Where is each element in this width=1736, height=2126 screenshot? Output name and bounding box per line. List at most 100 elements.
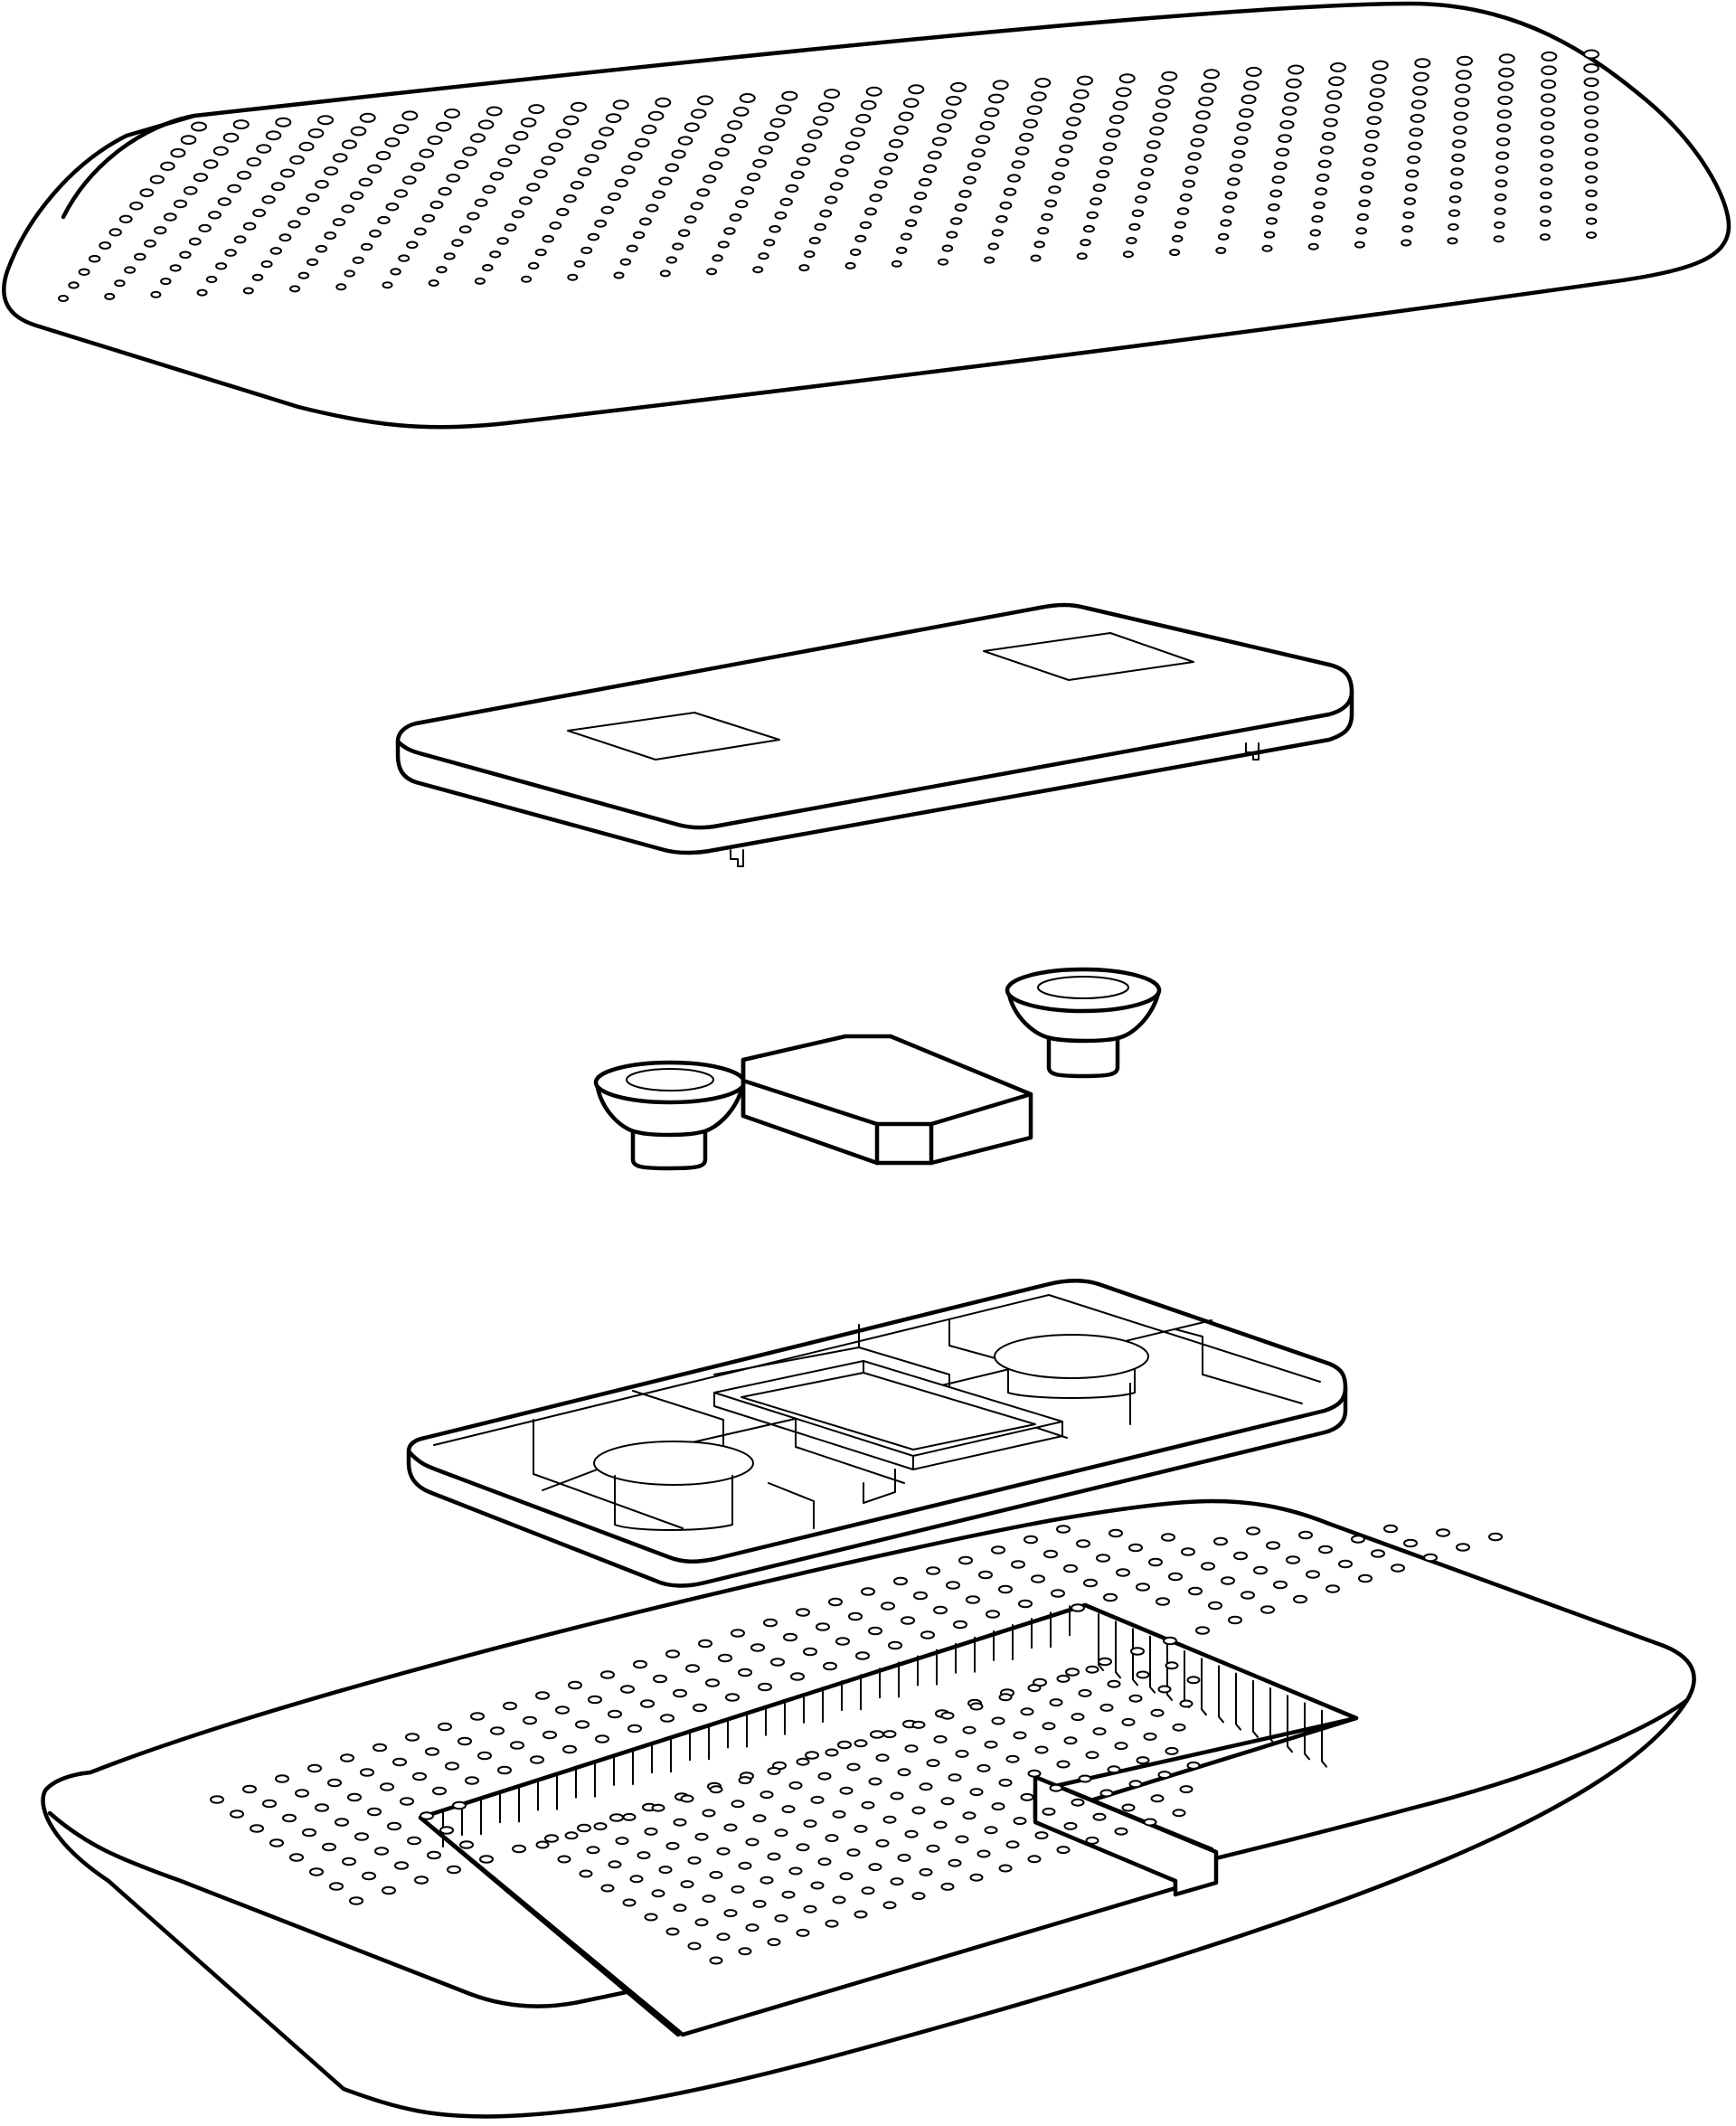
perforation-hole <box>341 139 357 149</box>
perforation-hole <box>1540 191 1552 200</box>
perforation-hole <box>420 1811 434 1820</box>
perforation-hole <box>716 1932 731 1942</box>
perforation-hole <box>788 1866 803 1876</box>
perforation-hole <box>1311 215 1324 223</box>
perforation-hole <box>835 1637 850 1646</box>
perforation-hole <box>1456 1543 1470 1552</box>
perforation-hole <box>1403 197 1417 205</box>
perforation-hole <box>1540 205 1552 213</box>
perforation-hole <box>1014 146 1030 156</box>
perforation-hole <box>1140 167 1155 177</box>
perforation-hole <box>1224 191 1238 200</box>
perforation-hole <box>1190 137 1205 147</box>
plate-pin-right <box>1245 742 1260 761</box>
tray-rim <box>406 1385 1348 1564</box>
perforation-hole <box>839 1786 854 1795</box>
perforation-hole <box>1136 1756 1150 1765</box>
perforation-hole <box>335 283 347 291</box>
top-cover-ridge <box>61 113 197 220</box>
perforation-hole <box>614 178 628 188</box>
perforation-hole <box>783 1632 797 1642</box>
perforation-hole <box>1245 66 1262 77</box>
perforation-hole <box>891 260 902 268</box>
perforation-hole <box>88 254 101 263</box>
perforation-hole <box>212 146 229 156</box>
perforation-hole <box>68 281 80 289</box>
perforation-hole <box>429 200 444 210</box>
perforation-hole <box>1109 114 1125 125</box>
perforation-hole <box>825 1748 839 1757</box>
perforation-hole <box>600 1884 615 1893</box>
plate-outline <box>395 602 1354 855</box>
perforation-hole <box>1024 1535 1038 1545</box>
cavity-pin <box>1098 1613 1104 1671</box>
perforation-hole <box>1099 156 1114 165</box>
perforation-hole <box>767 1852 781 1861</box>
perforation-hole <box>555 1706 570 1715</box>
perforation-hole <box>817 1857 832 1866</box>
cavity-pin <box>1287 1695 1293 1753</box>
perforation-hole <box>1227 177 1241 186</box>
perforation-hole <box>573 260 586 268</box>
perforation-hole <box>837 1740 852 1750</box>
perforation-hole <box>640 1699 655 1708</box>
perforation-hole <box>1368 101 1383 112</box>
perforation-hole <box>412 1772 427 1781</box>
perforation-hole <box>652 190 665 199</box>
perforation-hole <box>770 1658 785 1667</box>
perforation-hole <box>350 126 367 137</box>
perforation-hole <box>655 97 672 108</box>
perforation-hole <box>393 189 408 198</box>
perforation-hole <box>758 145 773 155</box>
perforation-hole <box>1539 219 1552 227</box>
perforation-hole <box>375 150 392 161</box>
perforation-hole <box>1371 74 1387 84</box>
perforation-hole <box>723 227 736 235</box>
bottom-perforated-base <box>41 1498 1696 2119</box>
perforation-hole <box>671 149 686 159</box>
perforation-hole <box>1114 1742 1128 1751</box>
perforation-hole <box>1201 82 1217 93</box>
perforation-hole <box>139 188 155 198</box>
battery-block <box>741 1034 1033 1166</box>
perforation-hole <box>406 241 419 250</box>
perforation-hole <box>763 1618 778 1628</box>
perforation-hole <box>503 1701 517 1711</box>
perforation-hole <box>317 115 334 126</box>
perforation-hole <box>497 157 513 167</box>
perforation-hole <box>658 176 673 186</box>
perforation-hole <box>1354 241 1365 249</box>
perforation-hole <box>1584 133 1599 143</box>
perforation-hole <box>1121 1803 1136 1812</box>
perforation-hole <box>432 1786 447 1796</box>
perforation-hole <box>678 229 691 238</box>
cavity-pin <box>1252 1679 1259 1738</box>
perforation-hole <box>307 1763 322 1773</box>
perforation-hole <box>1495 137 1511 146</box>
perforation-hole <box>564 1831 579 1840</box>
perforation-hole <box>608 1860 622 1869</box>
perforation-hole <box>556 207 570 217</box>
perforation-hole <box>893 125 909 136</box>
perforation-hole <box>1233 136 1249 146</box>
perforation-hole <box>1172 1809 1186 1818</box>
perforation-hole <box>796 1757 810 1766</box>
perforation-hole <box>665 256 677 264</box>
perforation-hole <box>1018 1599 1033 1609</box>
perforation-hole <box>1198 96 1214 107</box>
perforation-hole <box>805 1751 819 1760</box>
perforation-hole <box>1268 203 1280 212</box>
perforation-hole <box>512 1844 526 1854</box>
perforation-hole <box>1083 1578 1098 1588</box>
perforation-hole <box>1410 99 1427 109</box>
perforation-hole <box>1150 1794 1165 1803</box>
perforation-hole <box>482 264 494 272</box>
perforation-hole <box>1137 181 1151 191</box>
perforation-hole <box>315 179 329 189</box>
perforation-hole <box>919 1867 933 1876</box>
perforation-hole <box>1102 142 1118 152</box>
perforation-hole <box>289 155 305 165</box>
perforation-hole <box>1281 106 1297 116</box>
perforation-hole <box>1086 211 1099 220</box>
perforation-hole <box>1436 1528 1450 1537</box>
